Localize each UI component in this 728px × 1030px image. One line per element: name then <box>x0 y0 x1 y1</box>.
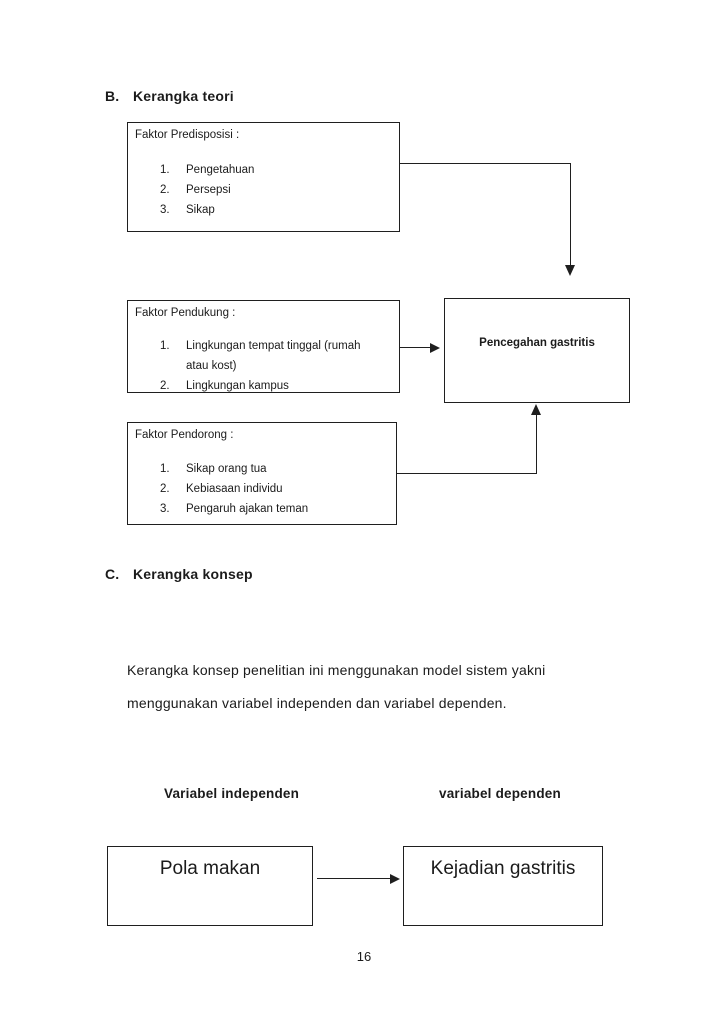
independent-variable-box: Pola makan <box>107 846 313 926</box>
list-item-number: 3. <box>160 503 170 515</box>
connector-concept-horizontal <box>317 878 391 879</box>
concept-paragraph-line: Kerangka konsep penelitian ini menggunak… <box>127 662 546 678</box>
list-item: 1. Sikap orang tua <box>128 459 396 479</box>
list-item-text: Sikap <box>186 204 215 216</box>
arrowhead-right-icon <box>390 874 400 884</box>
box-list: 1. Lingkungan tempat tinggal (rumah atau… <box>128 336 399 396</box>
list-item-text: Lingkungan tempat tinggal (rumah atau ko… <box>186 340 361 372</box>
outcome-box: Pencegahan gastritis <box>444 298 630 403</box>
section-title: Kerangka konsep <box>133 566 253 582</box>
dependent-variable-box: Kejadian gastritis <box>403 846 603 926</box>
list-item-number: 3. <box>160 204 170 216</box>
section-title: Kerangka teori <box>133 88 234 104</box>
list-item-text: Persepsi <box>186 184 231 196</box>
list-item-text: Sikap orang tua <box>186 463 267 475</box>
list-item-text: Lingkungan kampus <box>186 380 289 392</box>
connector-driving-horizontal <box>397 473 537 474</box>
page-number: 16 <box>356 949 372 964</box>
arrowhead-down-icon <box>565 265 575 276</box>
list-item-number: 2. <box>160 380 170 392</box>
list-item-text: Kebiasaan individu <box>186 483 283 495</box>
box-list: 1. Sikap orang tua 2. Kebiasaan individu… <box>128 459 396 519</box>
list-item: 1. Lingkungan tempat tinggal (rumah atau… <box>128 336 399 376</box>
independent-variable-box-label: Pola makan <box>159 858 261 879</box>
box-title: Faktor Predisposisi : <box>135 129 240 141</box>
dependent-variable-box-label: Kejadian gastritis <box>430 858 576 879</box>
list-item: 2. Lingkungan kampus <box>128 376 399 396</box>
list-item-number: 1. <box>160 340 170 352</box>
connector-predisposing-vertical <box>570 163 571 266</box>
outcome-box-label: Pencegahan gastritis <box>479 337 595 349</box>
list-item-text: Pengaruh ajakan teman <box>186 503 309 515</box>
arrowhead-right-icon <box>430 343 440 353</box>
list-item-number: 2. <box>160 483 170 495</box>
list-item: 1. Pengetahuan <box>128 160 399 180</box>
box-list: 1. Pengetahuan 2. Persepsi 3. Sikap <box>128 160 399 220</box>
connector-driving-vertical <box>536 414 537 474</box>
arrowhead-up-icon <box>531 404 541 415</box>
section-marker: B. <box>105 88 120 104</box>
box-title: Faktor Pendorong : <box>135 429 234 441</box>
section-heading-theory: B. Kerangka teori <box>105 87 234 105</box>
list-item: 3. Pengaruh ajakan teman <box>128 499 396 519</box>
driving-factors-box: Faktor Pendorong : 1. Sikap orang tua 2.… <box>127 422 397 525</box>
list-item-number: 1. <box>160 164 170 176</box>
connector-supporting-horizontal <box>400 347 430 348</box>
list-item: 3. Sikap <box>128 200 399 220</box>
connector-predisposing-horizontal <box>400 163 571 164</box>
list-item: 2. Kebiasaan individu <box>128 479 396 499</box>
list-item-text: Pengetahuan <box>186 164 255 176</box>
section-heading-concept: C. Kerangka konsep <box>105 565 253 583</box>
dependent-variable-label: variabel dependen <box>439 786 561 801</box>
list-item-number: 1. <box>160 463 170 475</box>
concept-paragraph-line: menggunakan variabel independen dan vari… <box>127 695 507 711</box>
list-item-number: 2. <box>160 184 170 196</box>
predisposing-factors-box: Faktor Predisposisi : 1. Pengetahuan 2. … <box>127 122 400 232</box>
list-item: 2. Persepsi <box>128 180 399 200</box>
box-title: Faktor Pendukung : <box>135 307 236 319</box>
section-marker: C. <box>105 566 120 582</box>
supporting-factors-box: Faktor Pendukung : 1. Lingkungan tempat … <box>127 300 400 393</box>
independent-variable-label: Variabel independen <box>164 786 300 801</box>
